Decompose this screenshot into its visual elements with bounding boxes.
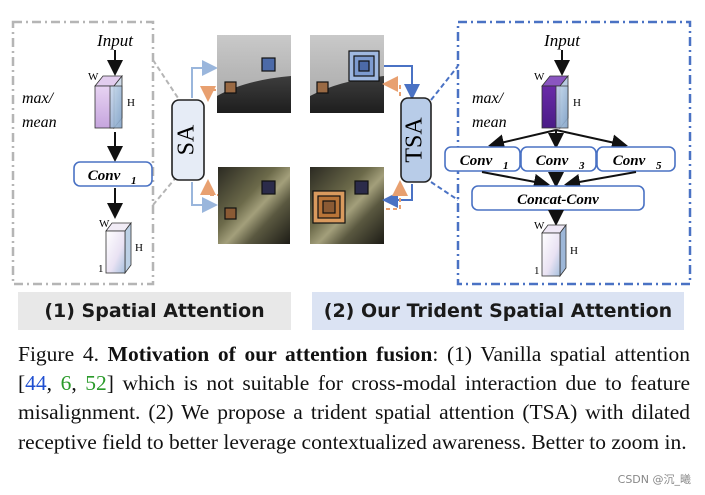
diagram-svg: Input W H max/ mean Conv 1 W H 1 SA [11, 20, 692, 286]
right-conv5-box [596, 146, 676, 172]
citation-link-44[interactable]: 44 [25, 371, 47, 396]
left-out-c: 1 [98, 263, 104, 275]
right-conv1-label: Conv [460, 153, 493, 169]
left-pooled-feature-block [94, 74, 123, 130]
right-conv3-label: Conv [536, 153, 569, 169]
left-pool-label-1: max/ [22, 90, 55, 107]
right-out-h: H [570, 245, 578, 257]
left-output-map [105, 221, 132, 275]
left-conv1-label: Conv [88, 168, 121, 184]
right-conv5-sub: 5 [656, 160, 662, 172]
left-out-h: H [135, 242, 143, 254]
right-section-title: (2) Our Trident Spatial Attention [312, 292, 684, 330]
sa-box [171, 99, 205, 181]
right-conv3-sub: 3 [578, 160, 585, 172]
tsa-thermal-image [310, 35, 384, 113]
left-input-label: Input [96, 31, 134, 50]
citation-link-52[interactable]: 52 [85, 371, 107, 396]
sa-thermal-image [217, 35, 291, 113]
left-h-label: H [127, 97, 135, 109]
left-pool-label-2: mean [22, 114, 57, 131]
tsa-box [400, 97, 432, 183]
right-h-label: H [573, 97, 581, 109]
sa-rgb-image [218, 167, 290, 244]
citation-link-6[interactable]: 6 [60, 371, 72, 396]
figure-diagram: Input W H max/ mean Conv 1 W H 1 SA [11, 20, 692, 330]
right-conv5-label: Conv [613, 153, 646, 169]
tsa-rgb-image [310, 167, 384, 244]
caption-sep-2: , [71, 371, 86, 396]
left-w-label: W [88, 71, 99, 83]
caption-text-2: ] which is not suitable for cross-modal … [18, 371, 691, 454]
right-conv3-box [520, 146, 597, 172]
caption-sep-1: , [46, 371, 61, 396]
left-panel-border [11, 20, 155, 286]
left-conv1-sub: 1 [131, 175, 137, 187]
left-section-title: (1) Spatial Attention [18, 292, 291, 330]
right-w-label: W [534, 71, 545, 83]
right-out-w: W [534, 220, 545, 232]
right-pool-label-1: max/ [472, 90, 505, 107]
right-out-c: 1 [534, 265, 540, 277]
figure-caption: Figure 4. Motivation of our attention fu… [18, 340, 690, 457]
left-out-w: W [99, 218, 110, 230]
right-pooled-feature-block [541, 74, 569, 130]
sa-label: SA [174, 124, 200, 155]
right-input-label: Input [543, 31, 581, 50]
left-conv1-box [73, 161, 153, 187]
watermark: CSDN @沉_曦 [617, 473, 691, 486]
right-output-map [541, 223, 567, 278]
figure-number: Figure 4. [18, 342, 99, 366]
right-pool-label-2: mean [472, 114, 507, 131]
caption-text-1: : (1) Vanilla spatial attention [ [18, 342, 691, 396]
concat-conv-label: Concat-Conv [517, 192, 599, 208]
caption-title: Motivation of our attention fusion [107, 342, 433, 366]
tsa-label: TSA [402, 117, 428, 163]
right-conv1-sub: 1 [503, 160, 509, 172]
right-conv1-box [444, 146, 521, 172]
